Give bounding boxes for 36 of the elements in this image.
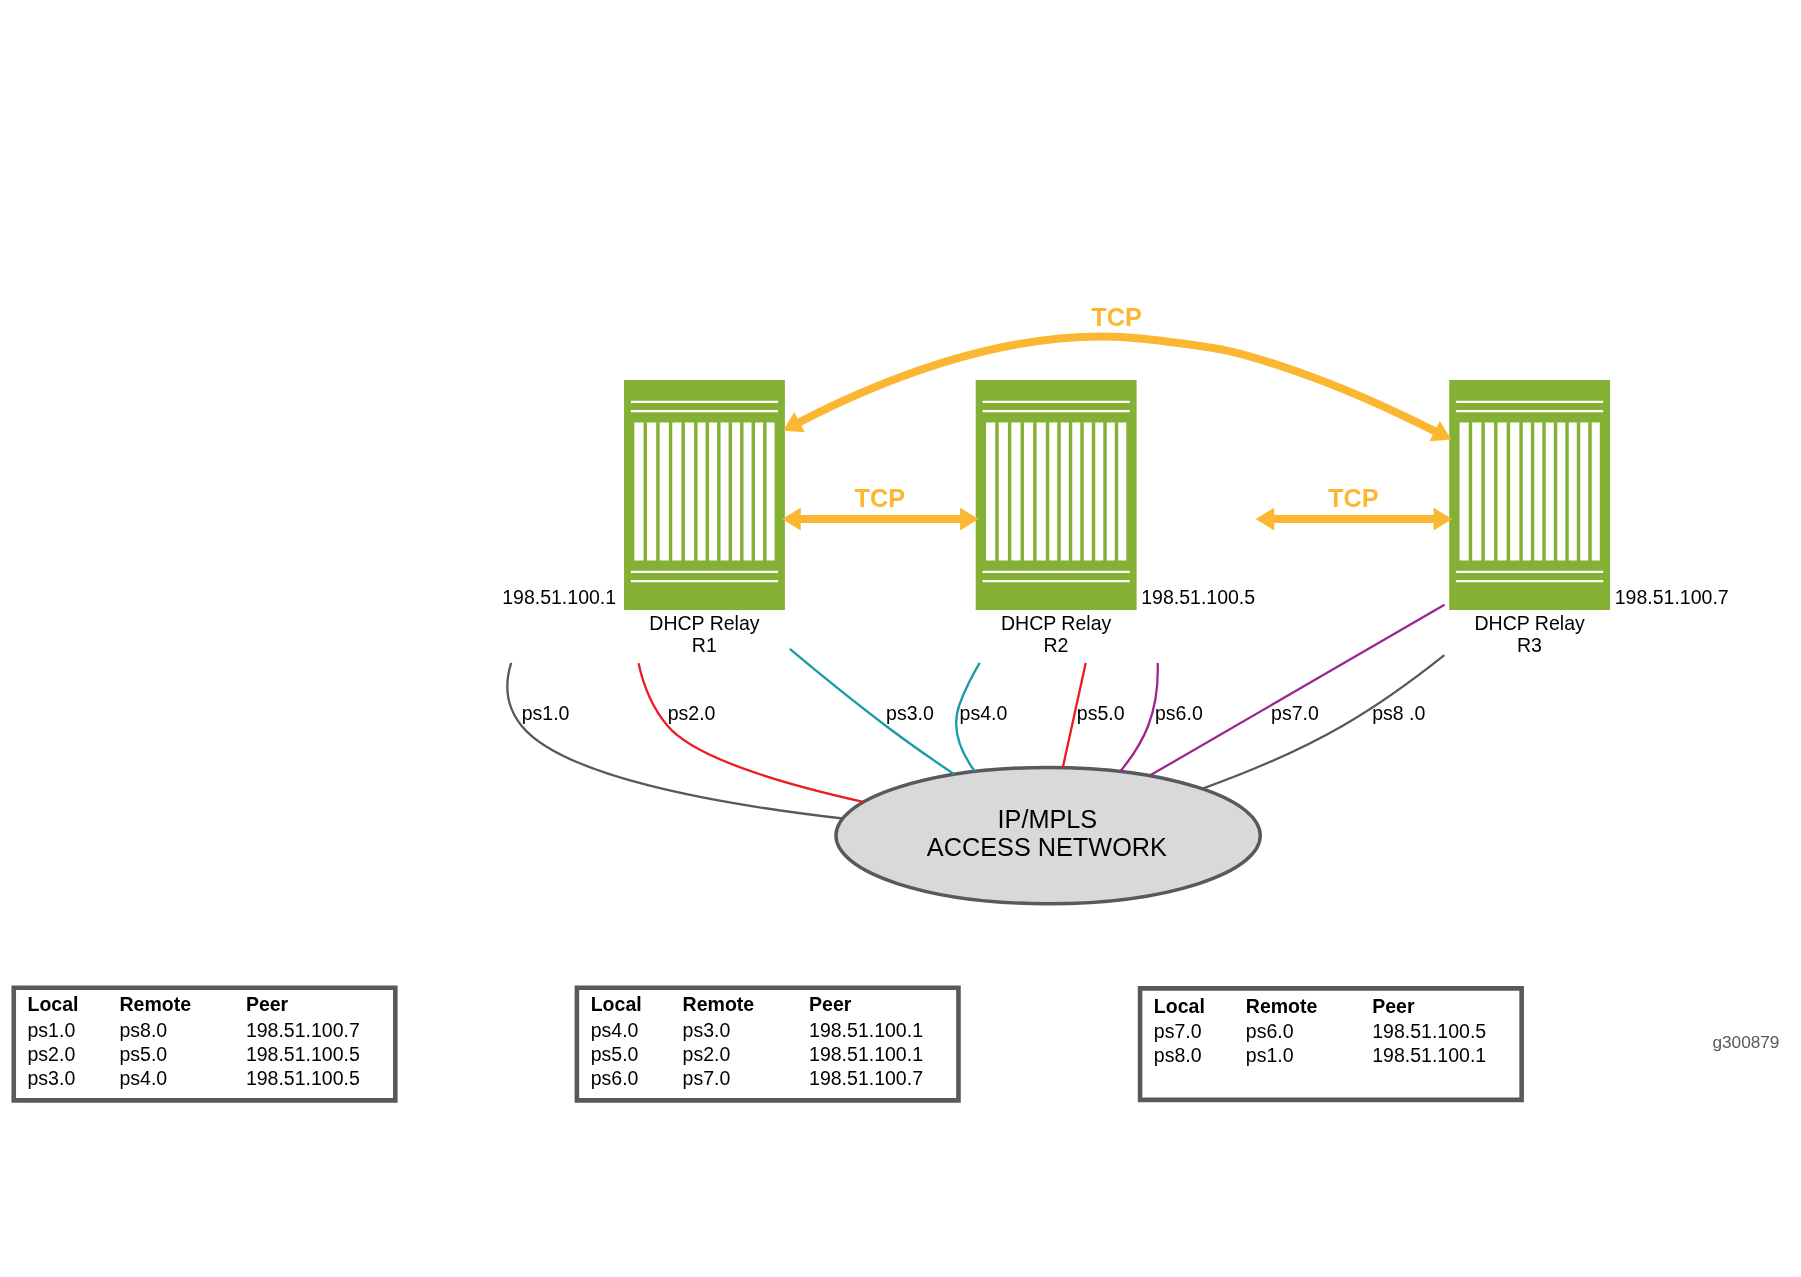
- edge-label: ps3.0: [885, 701, 934, 724]
- connector: [1119, 662, 1159, 772]
- node-label: 198.51.100.1: [501, 585, 616, 608]
- edge-label: TCP: [1327, 484, 1379, 513]
- edge-label: ps7.0: [1270, 701, 1319, 724]
- edge-label: ps4.0: [959, 701, 1007, 724]
- label: g300879: [1711, 1032, 1779, 1053]
- node-box: Local Remote Peer ps4.0 ps3.0 198.51.100.1 ps5.0 ps2.0 198.51.100.1 ps6.0 ps7.0 198.51.100.7: [574, 985, 961, 1103]
- node-label: 198.51.100.5: [1140, 585, 1255, 608]
- connector: [1061, 662, 1087, 768]
- node-box: [975, 380, 1137, 610]
- arrow: [782, 332, 1451, 442]
- edge-label: ps2.0: [667, 701, 715, 724]
- connector: [788, 648, 955, 776]
- edge-label: ps8 .0: [1371, 701, 1425, 724]
- node-ellipse: IP/MPLS ACCESS NETWORK: [833, 765, 1262, 906]
- connector: [505, 662, 843, 820]
- node-label: 198.51.100.7: [1614, 585, 1729, 608]
- node-label: DHCP Relay R2: [1000, 612, 1111, 656]
- connector: [636, 662, 863, 803]
- node-box: Local Remote Peer ps7.0 ps6.0 198.51.100.5 ps8.0 ps1.0 198.51.100.1: [1137, 986, 1524, 1103]
- connector: [1148, 603, 1445, 777]
- edge-label: ps5.0: [1076, 701, 1125, 724]
- node-box: [623, 380, 785, 610]
- edge-label: ps1.0: [521, 701, 569, 724]
- edge-label: TCP: [1090, 302, 1142, 331]
- node-label: DHCP Relay R1: [648, 612, 760, 656]
- connector: [1201, 654, 1445, 790]
- arrow: [1255, 507, 1452, 531]
- node-label: DHCP Relay R3: [1474, 612, 1585, 656]
- node-box: [1448, 380, 1610, 610]
- node-box: Local Remote Peer ps1.0 ps8.0 198.51.100.7 ps2.0 ps5.0 198.51.100.5 ps3.0 ps4.0 198.51.100.5: [10, 985, 398, 1103]
- edge-label: TCP: [853, 484, 905, 513]
- arrow: [781, 507, 979, 531]
- edge-label: ps6.0: [1154, 701, 1203, 724]
- connector: [954, 662, 981, 772]
